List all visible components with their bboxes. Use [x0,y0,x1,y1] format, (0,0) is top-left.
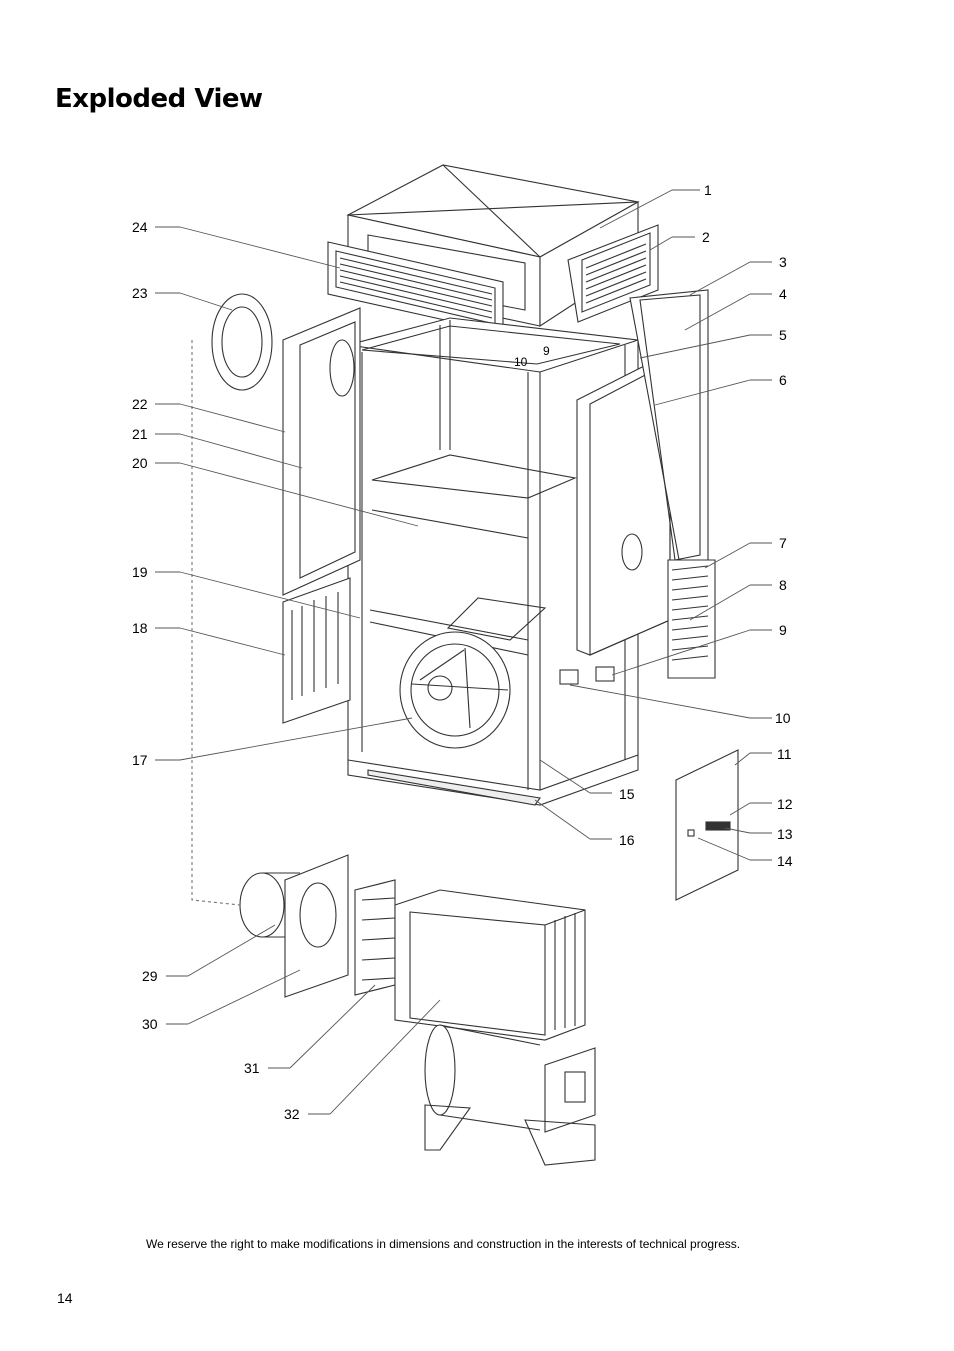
callout-14: 14 [777,853,793,869]
switches [559,666,615,685]
callout-15: 15 [619,786,635,802]
footer-note: We reserve the right to make modificatio… [146,1237,741,1251]
callout-20: 20 [132,455,148,471]
control-panel [675,749,739,901]
callout-13: 13 [777,826,793,842]
callout-12: 12 [777,796,793,812]
callout-4: 4 [779,286,787,302]
callout-2: 2 [702,229,710,245]
callout-30: 30 [142,1016,158,1032]
page-number: 14 [57,1290,73,1306]
tube-bundle [354,879,396,996]
callout-22: 22 [132,396,148,412]
left-lower-grille [282,577,351,724]
callout-9: 9 [779,622,787,638]
callout-23: 23 [132,285,148,301]
callout-24: 24 [132,219,148,235]
callout-5: 5 [779,327,787,343]
callout-17: 17 [132,752,148,768]
page-title: Exploded View [55,84,263,114]
callout-31: 31 [244,1060,260,1076]
callout-18: 18 [132,620,148,636]
callout-3: 3 [779,254,787,270]
callout-8: 8 [779,577,787,593]
callout-9-inner: 9 [543,344,550,358]
gasket-ring [211,293,273,391]
callout-29: 29 [142,968,158,984]
callout-6: 6 [779,372,787,388]
callout-11: 11 [777,746,792,762]
callout-1: 1 [704,182,712,198]
left-side-panel [282,307,361,596]
burner-flange [239,854,349,998]
callout-32: 32 [284,1106,300,1122]
callout-16: 16 [619,832,635,848]
callout-labels: 1 2 3 4 5 6 7 8 9 10 11 12 13 14 15 16 1… [132,182,793,1122]
fan-wheel [399,631,511,749]
callout-10-inner: 10 [514,355,528,369]
heat-exchanger [394,889,596,1166]
leader-lines [155,189,772,1115]
callout-19: 19 [132,564,148,580]
callout-7: 7 [779,535,787,551]
callout-10: 10 [775,710,791,726]
callout-21: 21 [132,426,148,442]
